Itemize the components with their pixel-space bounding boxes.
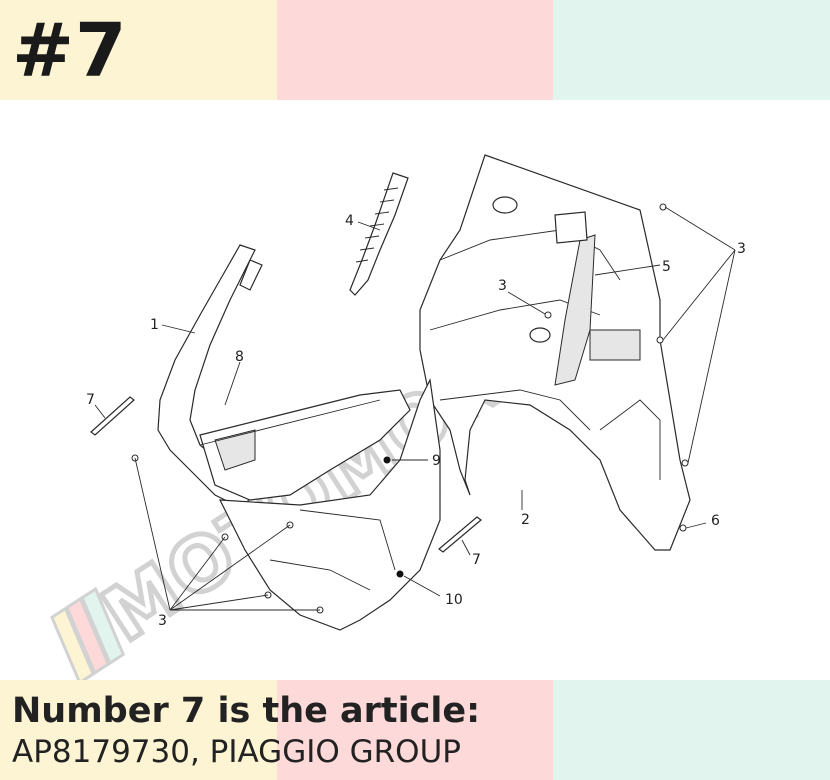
callout-3-right: 3 bbox=[737, 241, 746, 257]
part-8-center bbox=[199, 389, 411, 501]
callout-4: 4 bbox=[345, 213, 354, 229]
part-7-strips bbox=[90, 396, 482, 553]
parts-diagram: MOTOMONDIA bbox=[50, 154, 746, 680]
callout-7-right: 7 bbox=[472, 552, 481, 568]
band-mint bbox=[553, 0, 830, 100]
band-yellow bbox=[0, 0, 277, 100]
leader-lines bbox=[94, 206, 736, 611]
part-4-grille bbox=[349, 172, 409, 296]
callout-9: 9 bbox=[432, 453, 441, 469]
callout-labels: 1 2 3 3 3 4 5 6 7 7 8 9 10 bbox=[86, 213, 746, 629]
band-yellow-bottom bbox=[0, 680, 277, 780]
band-mint-bottom bbox=[553, 680, 830, 780]
page-number: #7 bbox=[12, 8, 128, 94]
callout-1: 1 bbox=[150, 317, 159, 333]
bottom-color-band bbox=[0, 680, 830, 780]
band-pink bbox=[276, 0, 554, 100]
part-5-trim bbox=[554, 211, 596, 386]
callout-7-left: 7 bbox=[86, 392, 95, 408]
part-10-lower-panel bbox=[218, 378, 441, 631]
caption-article: AP8179730, PIAGGIO GROUP bbox=[12, 734, 461, 770]
band-pink-bottom bbox=[276, 680, 554, 780]
callout-3-center: 3 bbox=[498, 278, 507, 294]
callout-6: 6 bbox=[711, 513, 720, 529]
callout-3-left: 3 bbox=[158, 613, 167, 629]
callout-10: 10 bbox=[445, 592, 463, 608]
top-color-band bbox=[0, 0, 830, 100]
part-2-inner-panel bbox=[419, 154, 691, 551]
callout-2: 2 bbox=[521, 512, 530, 528]
callout-5: 5 bbox=[662, 259, 671, 275]
caption-title: Number 7 is the article: bbox=[12, 691, 481, 731]
callout-8: 8 bbox=[235, 349, 244, 365]
